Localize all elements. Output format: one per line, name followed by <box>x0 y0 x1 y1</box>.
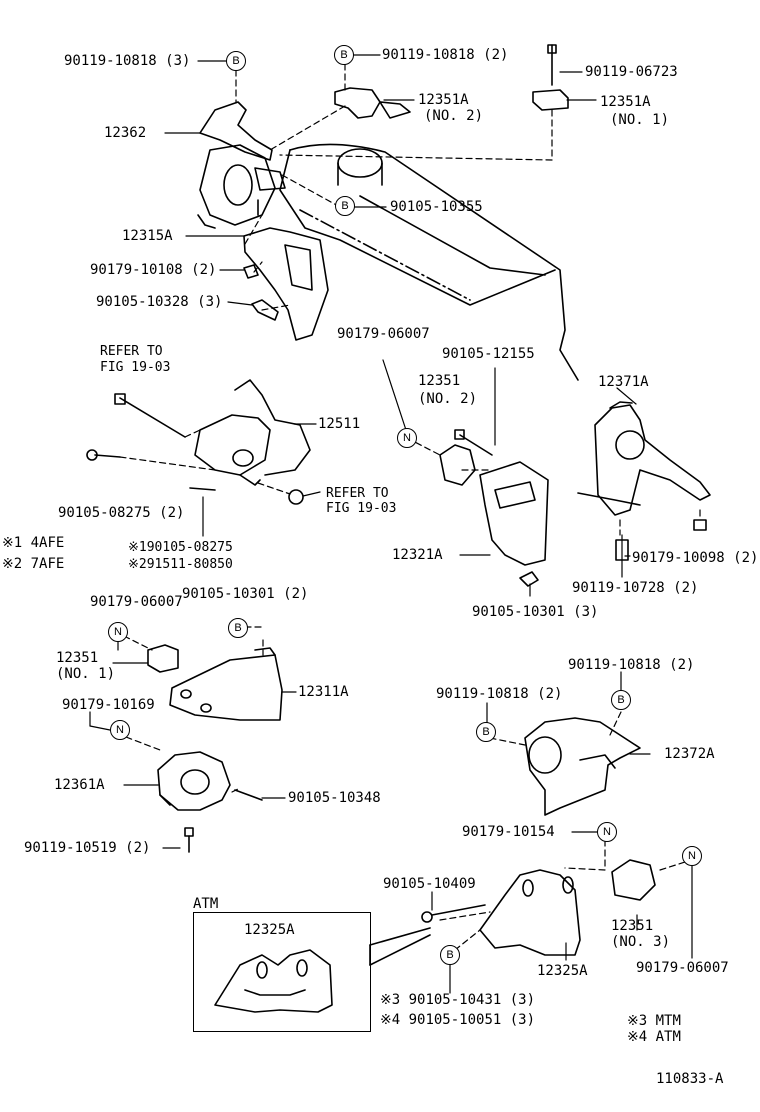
part-label: REFER TO <box>100 344 163 359</box>
part-label: 90179-10108 (2) <box>90 262 217 278</box>
part-label: 90105-10328 (3) <box>96 294 223 310</box>
leader-lines <box>89 54 693 994</box>
part-label: (NO. 1) <box>610 112 670 128</box>
part-label: 90179-06007 <box>337 326 430 342</box>
mount-12351a <box>334 44 569 119</box>
bracket-12511 <box>86 379 311 505</box>
part-label: 90105-10301 (3) <box>472 604 599 620</box>
marker-b: B <box>440 945 460 965</box>
marker-b: B <box>228 618 248 638</box>
mount-12371a <box>577 401 711 561</box>
part-label: 90105-10409 <box>383 876 476 892</box>
part-label: ※190105-08275 <box>128 540 233 555</box>
part-label: 90105-12155 <box>442 346 535 362</box>
marker-b: B <box>226 51 246 71</box>
part-label: 90179-06007 <box>636 960 729 976</box>
part-label: 12351 <box>56 650 99 666</box>
part-label: FIG 19-03 <box>326 501 397 516</box>
mount-12321a <box>439 429 549 587</box>
marker-b: B <box>611 690 631 710</box>
part-label: 12372A <box>664 746 715 762</box>
part-label: 90119-10519 (2) <box>24 840 151 856</box>
part-label: (NO. 3) <box>611 934 671 950</box>
part-label: 90119-10818 (2) <box>568 657 695 673</box>
part-label: 90105-10355 <box>390 199 483 215</box>
part-label: 90119-10728 (2) <box>572 580 699 596</box>
part-label: 12351 <box>611 918 654 934</box>
marker-n: N <box>597 822 617 842</box>
part-label: 12371A <box>598 374 649 390</box>
part-label: 90179-06007 <box>90 594 183 610</box>
marker-n: N <box>397 428 417 448</box>
part-label: 90119-10818 (3) <box>64 53 191 69</box>
part-label: 12321A <box>392 547 443 563</box>
marker-n: N <box>108 622 128 642</box>
bracket-12325a <box>421 859 656 956</box>
part-label: ATM <box>193 896 219 912</box>
part-label: 12315A <box>122 228 173 244</box>
engine-outline <box>279 143 579 381</box>
part-label: 12362 <box>104 125 147 141</box>
part-label: ※1 4AFE <box>2 535 65 551</box>
part-label: (NO. 1) <box>56 666 116 682</box>
part-label: 90179-10154 <box>462 824 555 840</box>
bracket-12315a <box>243 227 329 341</box>
mount-12362 <box>197 101 286 229</box>
part-label: 12351A <box>418 92 469 108</box>
part-label: ※291511-80850 <box>128 557 233 572</box>
part-label: ※3 90105-10431 (3) <box>380 992 536 1008</box>
part-label: ※4 ATM <box>627 1029 681 1045</box>
marker-b: B <box>476 722 496 742</box>
part-label: FIG 19-03 <box>100 360 171 375</box>
part-label: 90105-10348 <box>288 790 381 806</box>
part-label: ※2 7AFE <box>2 556 65 572</box>
part-label: 90179-10169 <box>62 697 155 713</box>
part-label: 90119-06723 <box>585 64 678 80</box>
part-label: (NO. 2) <box>424 108 484 124</box>
part-label: 12351 <box>418 373 461 389</box>
marker-n: N <box>110 720 130 740</box>
part-label: 12351A <box>600 94 651 110</box>
marker-n: N <box>682 846 702 866</box>
mount-12372a <box>524 717 641 816</box>
bracket-12311a <box>147 644 283 721</box>
atm-inset-box <box>193 912 371 1032</box>
part-label: 90119-10818 (2) <box>436 686 563 702</box>
part-label: (NO. 2) <box>418 391 478 407</box>
part-label: 12511 <box>318 416 361 432</box>
part-label: 12325A <box>244 922 295 938</box>
marker-b: B <box>334 45 354 65</box>
part-label: ※3 MTM <box>627 1013 681 1029</box>
atm-bracket <box>214 927 431 1013</box>
mount-12361a <box>157 751 263 853</box>
figure-number: 110833-A <box>656 1071 724 1087</box>
part-label: 90119-10818 (2) <box>382 47 509 63</box>
dashed-lines <box>119 63 701 951</box>
part-label: ※4 90105-10051 (3) <box>380 1012 536 1028</box>
part-label: 12311A <box>298 684 349 700</box>
marker-b: B <box>335 196 355 216</box>
part-label: 12325A <box>537 963 588 979</box>
part-label: 90179-10098 (2) <box>632 550 759 566</box>
part-label: 90105-08275 (2) <box>58 505 185 521</box>
part-label: 12361A <box>54 777 105 793</box>
part-label: 90105-10301 (2) <box>182 586 309 602</box>
part-label: REFER TO <box>326 486 389 501</box>
